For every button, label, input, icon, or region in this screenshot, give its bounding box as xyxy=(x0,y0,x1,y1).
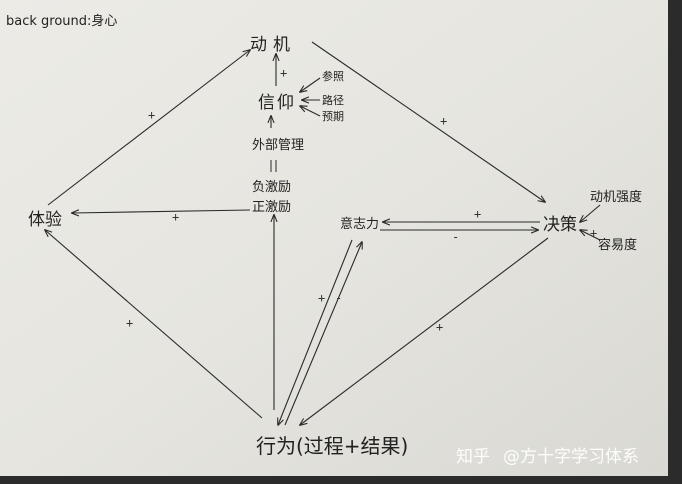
sign-incentive-to-physical: + xyxy=(172,210,180,224)
node-behavior: 行为(过程+结果) xyxy=(256,434,409,458)
sign-ease-to-decision: + xyxy=(590,226,598,240)
photo-border-right xyxy=(668,0,682,484)
edge-motivation-to-decision xyxy=(311,41,545,202)
sign-behavior-to-physical: + xyxy=(126,316,134,330)
edge-ease-to-decision xyxy=(580,230,601,241)
node-negative-incentive: 负激励 xyxy=(252,180,292,195)
sign-willpower-to-decision: - xyxy=(452,230,460,244)
node-physical: 体验 xyxy=(28,210,62,230)
edge-motive-strength-to-decision xyxy=(580,204,601,222)
node-motivation: 动机 xyxy=(250,35,296,55)
factor-norm: 参照 xyxy=(322,70,344,83)
edge-incentive-to-physical xyxy=(72,210,251,213)
sign-willpower-behavior-plus: + xyxy=(318,291,326,305)
sign-decision-to-willpower: + xyxy=(474,207,482,221)
edge-behavior-to-willpower xyxy=(284,242,362,426)
node-external-management: 外部管理 xyxy=(252,138,305,153)
sign-motivation-to-decision: + xyxy=(440,114,448,128)
edge-expectation-to-belief xyxy=(300,106,321,117)
edge-physical-to-motivation xyxy=(47,50,250,206)
sign-physical-to-motivation: + xyxy=(148,108,156,122)
factor-path: 路径 xyxy=(322,94,344,107)
node-positive-incentive: 正激励 xyxy=(252,200,292,215)
factor-motive-strength: 动机强度 xyxy=(590,190,643,205)
factor-expectation: 预期 xyxy=(322,110,344,123)
edge-norm-to-belief xyxy=(300,77,321,92)
sign-willpower-behavior-minus: - xyxy=(335,291,343,305)
paper-sheet xyxy=(0,0,668,476)
factor-ease: 容易度 xyxy=(598,238,638,253)
background-note: back ground:身心 xyxy=(6,14,118,29)
node-decision: 决策 xyxy=(543,215,577,235)
edge-willpower-to-behavior xyxy=(278,239,353,425)
sign-decision-to-behavior: + xyxy=(436,320,444,334)
node-belief: 信仰 xyxy=(258,93,296,113)
photo-border-bottom xyxy=(0,476,682,484)
watermark-site: 知乎 xyxy=(456,447,490,467)
sign-external-to-belief: + xyxy=(280,66,288,80)
watermark-author: @方十字学习体系 xyxy=(503,447,639,467)
edge-behavior-to-physical xyxy=(45,230,263,419)
node-willpower: 意志力 xyxy=(340,217,380,232)
edge-decision-to-behavior xyxy=(300,237,549,425)
